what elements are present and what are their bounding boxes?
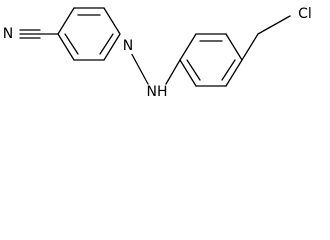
bond-ring-c4-c3	[57, 33, 75, 61]
bond-ph-4	[225, 59, 243, 87]
nitrile-group	[19, 29, 59, 39]
chlorine-bg	[292, 6, 314, 24]
bond-ring-n1-c6	[103, 7, 121, 35]
pyridine-n-bg	[121, 38, 135, 54]
structure-canvas: N N NH Cl	[0, 0, 330, 116]
bond-ph-1	[179, 33, 197, 61]
bond-ring-c5-c4	[57, 7, 75, 35]
pyridine-nitrogen-label: N	[123, 38, 133, 54]
pyridine-ring	[57, 7, 136, 61]
bond-c-cl	[241, 33, 259, 61]
bond-ph-double-2	[221, 59, 236, 81]
chlorophenyl-ring	[179, 33, 243, 87]
bond-nh-aryl	[165, 59, 181, 85]
bond-ph-3	[225, 33, 243, 61]
chemical-structure: N N NH Cl	[3, 6, 314, 100]
bond-c-cl-ext	[257, 15, 291, 35]
bond-ph-double-3	[186, 59, 201, 81]
bond-ring-c2-n1b	[103, 33, 121, 61]
bond-c2-nh	[134, 59, 149, 85]
nitrile-nitrogen-label: N	[3, 26, 13, 42]
chlorine-label: Cl	[298, 6, 312, 22]
bond-ph-6	[179, 59, 197, 87]
bond-ring-double-2	[64, 33, 79, 55]
amine-nh-label: NH	[147, 84, 168, 100]
bond-ring-double-3	[99, 33, 114, 55]
